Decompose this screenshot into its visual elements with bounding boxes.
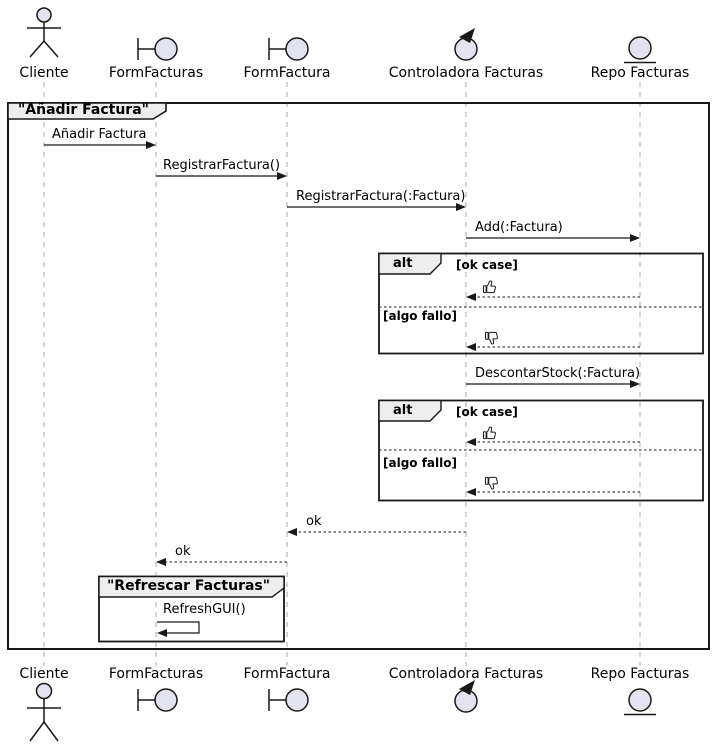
actor-icon: [27, 7, 61, 58]
boundary-icon: [268, 688, 309, 712]
thumbs-down-icon: [485, 331, 498, 345]
participant-label-formfacturas: FormFacturas: [108, 666, 204, 682]
message-label: ok: [175, 544, 191, 559]
thumbs-down-icon: [485, 476, 498, 490]
message-label: DescontarStock(:Factura): [475, 366, 641, 381]
actor-icon: [27, 682, 61, 742]
control-icon: [454, 28, 478, 61]
control-icon: [454, 680, 478, 713]
alt-guard-fail: [algo fallo]: [383, 456, 457, 470]
thumbs-up-icon: [483, 280, 496, 294]
message-label: ok: [306, 514, 322, 529]
reply-arrow-alt2-fail: [466, 488, 640, 496]
participant-label-controladora: Controladora Facturas: [388, 65, 544, 81]
alt-guard-ok: [ok case]: [456, 405, 518, 419]
group-title: "Refrescar Facturas": [107, 578, 271, 594]
participant-label-controladora: Controladora Facturas: [388, 666, 544, 682]
self-message-arrow-refreshgui: [157, 621, 200, 637]
participant-label-cliente: Cliente: [19, 666, 69, 682]
group-refrescar-title-bar: [98, 575, 285, 598]
entity-icon: [624, 36, 656, 64]
entity-icon: [624, 688, 656, 716]
frame-border: [7, 102, 710, 650]
participant-label-repo: Repo Facturas: [590, 666, 690, 682]
message-label: Add(:Factura): [475, 220, 563, 235]
message-label: RegistrarFactura(): [163, 158, 281, 173]
reply-arrow-alt2-ok: [466, 438, 640, 446]
participant-label-formfacturas: FormFacturas: [108, 65, 204, 81]
message-label: Añadir Factura: [52, 127, 147, 142]
alt-guard-fail: [algo fallo]: [383, 309, 457, 323]
boundary-icon: [268, 37, 309, 61]
alt-guard-ok: [ok case]: [456, 258, 518, 272]
thumbs-up-icon: [483, 426, 496, 440]
participant-label-repo: Repo Facturas: [590, 65, 690, 81]
participant-label-cliente: Cliente: [19, 65, 69, 81]
message-arrow-add-factura: [466, 234, 640, 242]
participant-label-formfactura: FormFactura: [243, 666, 331, 682]
participant-label-formfactura: FormFactura: [243, 65, 331, 81]
frame-title: "Añadir Factura": [18, 102, 149, 118]
frame-title-tab: [7, 102, 167, 120]
boundary-icon: [137, 688, 178, 712]
message-arrow-registrarfactura: [156, 172, 287, 180]
reply-arrow-ok-to-formfacturas: [156, 558, 287, 566]
message-arrow-registrarfactura-factura: [287, 203, 466, 211]
message-label: RegistrarFactura(:Factura): [296, 189, 466, 204]
reply-arrow-alt1-ok: [466, 293, 640, 301]
alt-operator: alt: [393, 403, 413, 418]
alt-block-2-operator-tab: [378, 399, 442, 422]
alt-block-1-operator-tab: [378, 252, 442, 275]
reply-arrow-alt1-fail: [466, 343, 640, 351]
reply-arrow-ok-to-formfactura: [287, 528, 466, 536]
alt-block-1-border: [378, 252, 704, 355]
message-arrow-descontarstock-factura: [466, 380, 640, 388]
message-label: RefreshGUI(): [163, 602, 246, 617]
message-arrow-anadir-factura: [44, 141, 156, 149]
alt-operator: alt: [393, 256, 413, 271]
boundary-icon: [137, 37, 178, 61]
lifelines: [43, 82, 641, 666]
